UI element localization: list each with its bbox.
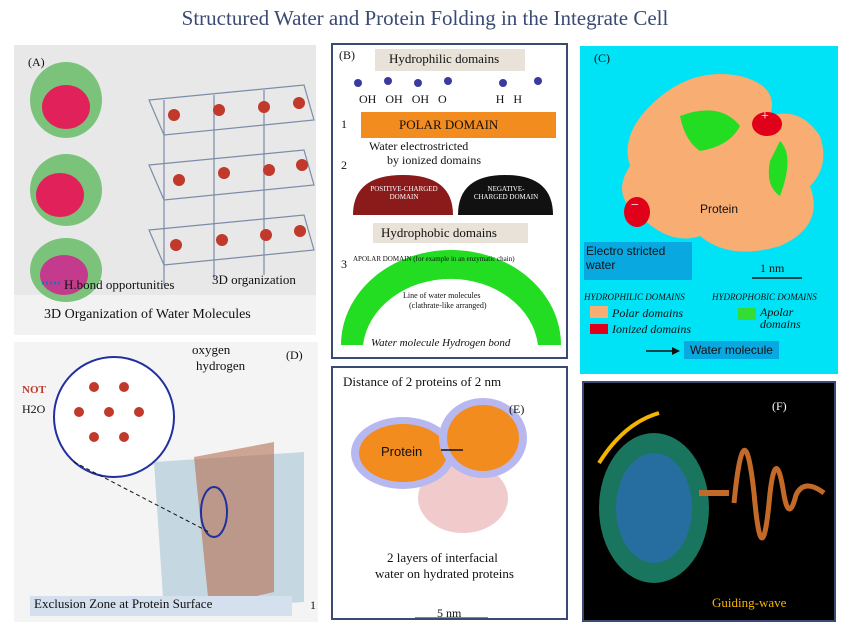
- protein-label: Protein: [700, 202, 739, 216]
- step-1: 1: [341, 117, 347, 131]
- ionized-legend: Ionized domains: [612, 322, 691, 336]
- figure-title: Structured Water and Protein Folding in …: [181, 6, 669, 30]
- water-molecule-illustration: [14, 45, 316, 302]
- panel-f: (F) Guiding-wave: [582, 381, 836, 622]
- panel-a-label: (A): [28, 55, 45, 69]
- apolar-domain-label: APOLAR DOMAIN (for example in an enzymat…: [353, 255, 515, 263]
- step-2: 2: [341, 158, 347, 172]
- protein-hydration-diagram: [590, 74, 824, 355]
- hbond-legend: H.bond opportunities: [64, 277, 175, 292]
- org-3d-label: 3D organization: [212, 272, 296, 287]
- exclusion-zone-caption: Exclusion Zone at Protein Surface: [30, 596, 292, 616]
- panel-d: (D) oxygen hydrogen NOT H2O Exclusion Zo…: [14, 342, 318, 622]
- bottom-legend: Water molecule Hydrogen bond: [371, 337, 511, 349]
- panel-d-number: 1: [310, 598, 316, 612]
- scale-bar-label: 1 nm: [760, 261, 785, 275]
- guiding-wave-illustration: [597, 411, 826, 583]
- panel-b: (B) Hydrophilic domains OH OH OH O H H 1…: [331, 43, 568, 359]
- ice-lattice: [148, 84, 315, 285]
- panel-a: (A) H.bond opportunities 3D organization…: [14, 45, 316, 335]
- arrow-icon: [646, 347, 680, 355]
- panel-e-label: (E): [509, 402, 525, 416]
- hydrophilic-heading: HYDROPHILIC DOMAINS: [584, 292, 685, 302]
- not-label: NOT: [22, 384, 46, 396]
- polar-legend: Polar domains: [612, 306, 684, 320]
- exclusion-zone-diagram: [53, 356, 304, 612]
- water-molecule-middle: [30, 154, 102, 226]
- h2o-label: H2O: [22, 402, 46, 416]
- minus-sign: −: [631, 198, 639, 213]
- electro-stricted-label: Electro stricted water: [584, 242, 692, 280]
- panel-f-label: (F): [772, 399, 787, 413]
- panel-b-label: (B): [339, 48, 355, 62]
- water-line-label1: Line of water molecules: [403, 291, 481, 300]
- negative-domain-label: NEGATIVE-CHARGED DOMAIN: [473, 185, 539, 201]
- oxygen-label: oxygen: [192, 342, 231, 357]
- guiding-wave-label: Guiding-wave: [712, 595, 787, 610]
- electrostricted-line2: by ionized domains: [387, 153, 481, 167]
- panel-a-caption: 3D Organization of Water Molecules: [44, 307, 251, 322]
- protein-e-label: Protein: [381, 444, 423, 459]
- panel-c-label: (C): [594, 51, 610, 65]
- hydrophobic-domains-label: Hydrophobic domains: [381, 225, 497, 240]
- water-molecule-legend: Water molecule: [684, 341, 779, 359]
- interfacial-line1: 2 layers of interfacial: [387, 550, 498, 565]
- water-line-label2: (clathrate-like arranged): [409, 301, 487, 310]
- hydrophilic-domains-label: Hydrophilic domains: [389, 51, 500, 66]
- water-molecule-top: [30, 62, 102, 138]
- electrostricted-line1: Water electrostricted: [369, 139, 469, 153]
- positive-domain-label: POSITIVE-CHARGED DOMAIN: [370, 185, 438, 201]
- hydroxyl-groups: OH OH OH O H H: [359, 92, 523, 106]
- polar-domain-label: POLAR DOMAIN: [399, 117, 499, 132]
- distance-caption: Distance of 2 proteins of 2 nm: [343, 374, 502, 389]
- interfacial-line2: water on hydrated proteins: [375, 566, 514, 581]
- panel-d-label: (D): [286, 348, 303, 362]
- plus-sign: +: [761, 109, 769, 124]
- scale-5nm: 5 nm: [437, 606, 462, 620]
- step-3: 3: [341, 257, 347, 271]
- hydrogen-label: hydrogen: [196, 358, 246, 373]
- panel-b-drawing: [341, 49, 561, 345]
- protein-distance-diagram: [351, 398, 527, 618]
- panel-c: (C) + − Protein Electro stricted water 1…: [580, 46, 838, 374]
- panel-e: Distance of 2 proteins of 2 nm (E) Prote…: [331, 366, 568, 620]
- apolar-legend: Apolar domains: [760, 305, 801, 331]
- hydrophobic-heading: HYDROPHOBIC DOMAINS: [712, 292, 817, 302]
- water-molecule-bottom: [30, 238, 102, 302]
